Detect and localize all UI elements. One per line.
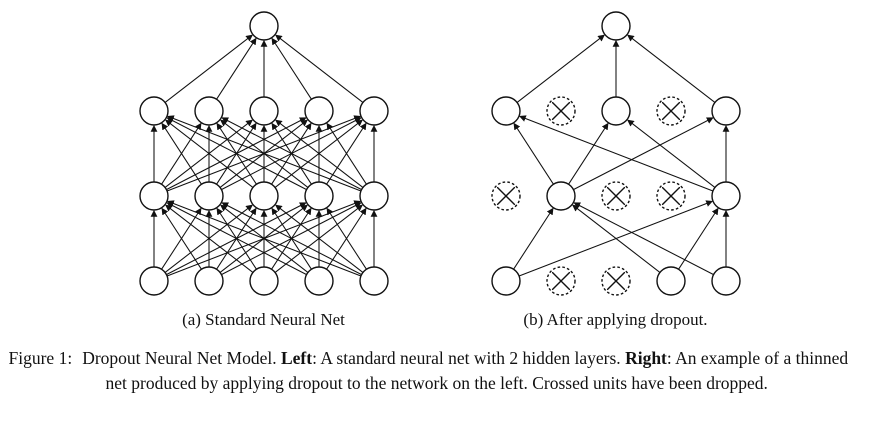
neuron bbox=[358, 266, 389, 296]
connection-arrow bbox=[220, 117, 362, 191]
connection-arrow bbox=[161, 207, 202, 270]
dropped-neuron bbox=[600, 266, 631, 296]
figure-caption-body: Dropout Neural Net Model. Left: A standa… bbox=[82, 348, 848, 393]
connection-arrow bbox=[215, 37, 256, 100]
neuron bbox=[490, 266, 521, 296]
caption-bold-run: Left bbox=[280, 348, 313, 368]
neuron bbox=[710, 266, 741, 296]
connection-arrow bbox=[161, 122, 202, 185]
figure-caption: Figure 1: Dropout Neural Net Model. Left:… bbox=[9, 346, 871, 396]
connection-arrow bbox=[271, 37, 312, 100]
neuron bbox=[710, 181, 741, 211]
dropped-neuron bbox=[600, 181, 631, 211]
neuron bbox=[710, 96, 741, 126]
figure-1: (a) Standard Neural Net (b) After applyi… bbox=[0, 6, 879, 396]
connection-arrow bbox=[220, 202, 362, 276]
neuron bbox=[600, 11, 631, 41]
connection-arrow bbox=[516, 34, 605, 103]
connection-arrow bbox=[166, 115, 361, 192]
connection-arrow bbox=[166, 200, 361, 277]
connection-arrow bbox=[165, 117, 307, 191]
neuron bbox=[193, 266, 224, 296]
connection-arrow bbox=[164, 34, 253, 103]
dropped-neuron bbox=[545, 266, 576, 296]
neuron bbox=[358, 181, 389, 211]
neuron bbox=[303, 266, 334, 296]
neuron bbox=[248, 181, 279, 211]
connection-arrow bbox=[274, 119, 363, 188]
connection-arrow bbox=[572, 202, 714, 276]
neuron bbox=[358, 96, 389, 126]
neuron bbox=[248, 11, 279, 41]
connection-arrow bbox=[572, 117, 714, 191]
caption-bold-run: Right bbox=[625, 348, 667, 368]
connection-arrow bbox=[326, 207, 367, 270]
connection-arrow bbox=[165, 202, 307, 276]
connection-arrow bbox=[518, 115, 713, 192]
figure-caption-label: Figure 1: bbox=[8, 348, 73, 368]
connection-arrow bbox=[626, 34, 715, 103]
neuron bbox=[193, 96, 224, 126]
panel-dropout-net: (b) After applying dropout. bbox=[466, 6, 766, 330]
connection-arrow bbox=[164, 119, 253, 188]
caption-text-run: : A standard neural net with 2 hidden la… bbox=[312, 348, 626, 368]
connection-arrow bbox=[326, 122, 367, 185]
neuron bbox=[655, 266, 686, 296]
connection-arrow bbox=[567, 122, 608, 185]
dropped-cross-mark bbox=[551, 101, 570, 121]
neuron bbox=[138, 266, 169, 296]
connection-arrow bbox=[513, 122, 554, 185]
neuron bbox=[303, 96, 334, 126]
neuron bbox=[545, 181, 576, 211]
subcaption-b: (b) After applying dropout. bbox=[523, 310, 708, 329]
dropped-cross-mark bbox=[606, 271, 625, 291]
connection-arrow bbox=[274, 204, 363, 273]
neuron bbox=[490, 96, 521, 126]
connection-arrow bbox=[677, 207, 718, 270]
caption-text-run: Dropout Neural Net Model. bbox=[82, 348, 281, 368]
caption-text-run: : An example of a thinned net produced b… bbox=[105, 348, 849, 393]
standard-neural-net-diagram bbox=[138, 11, 389, 296]
dropped-neuron bbox=[545, 96, 576, 126]
dropped-cross-mark bbox=[496, 186, 515, 206]
neuron bbox=[138, 181, 169, 211]
figure-panels: (a) Standard Neural Net (b) After applyi… bbox=[0, 6, 879, 330]
neuron bbox=[600, 96, 631, 126]
neuron bbox=[248, 96, 279, 126]
dropped-cross-mark bbox=[606, 186, 625, 206]
neuron bbox=[248, 266, 279, 296]
dropout-neural-net-diagram bbox=[490, 11, 741, 296]
connection-arrow bbox=[274, 34, 363, 103]
dropped-cross-mark bbox=[661, 186, 680, 206]
dropped-cross-mark bbox=[551, 271, 570, 291]
connection-arrow bbox=[626, 119, 715, 188]
dropped-neuron bbox=[655, 96, 686, 126]
panel-standard-net: (a) Standard Neural Net bbox=[114, 6, 414, 330]
connection-arrow bbox=[512, 207, 553, 270]
neuron bbox=[138, 96, 169, 126]
neuron bbox=[303, 181, 334, 211]
dropped-cross-mark bbox=[661, 101, 680, 121]
dropped-neuron bbox=[490, 181, 521, 211]
neuron bbox=[193, 181, 224, 211]
connection-arrow bbox=[571, 204, 660, 273]
connection-arrow bbox=[164, 204, 253, 273]
dropped-neuron bbox=[655, 181, 686, 211]
subcaption-a: (a) Standard Neural Net bbox=[182, 310, 345, 329]
